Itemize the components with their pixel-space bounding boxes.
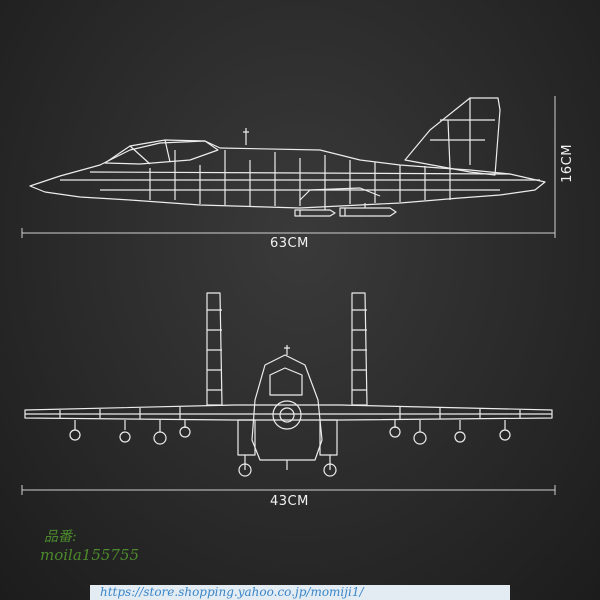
watermark-code: moila155755 — [40, 546, 140, 564]
side-height-label: 16CM — [559, 144, 575, 183]
store-url-link[interactable]: https://store.shopping.yahoo.co.jp/momij… — [90, 585, 510, 600]
side-view-aircraft — [29, 97, 546, 217]
watermark-label: 品番: — [44, 529, 77, 545]
side-length-label: 63CM — [270, 236, 309, 251]
front-width-dimension — [21, 485, 556, 495]
front-view-aircraft — [24, 292, 553, 477]
front-width-label: 43CM — [270, 494, 309, 509]
